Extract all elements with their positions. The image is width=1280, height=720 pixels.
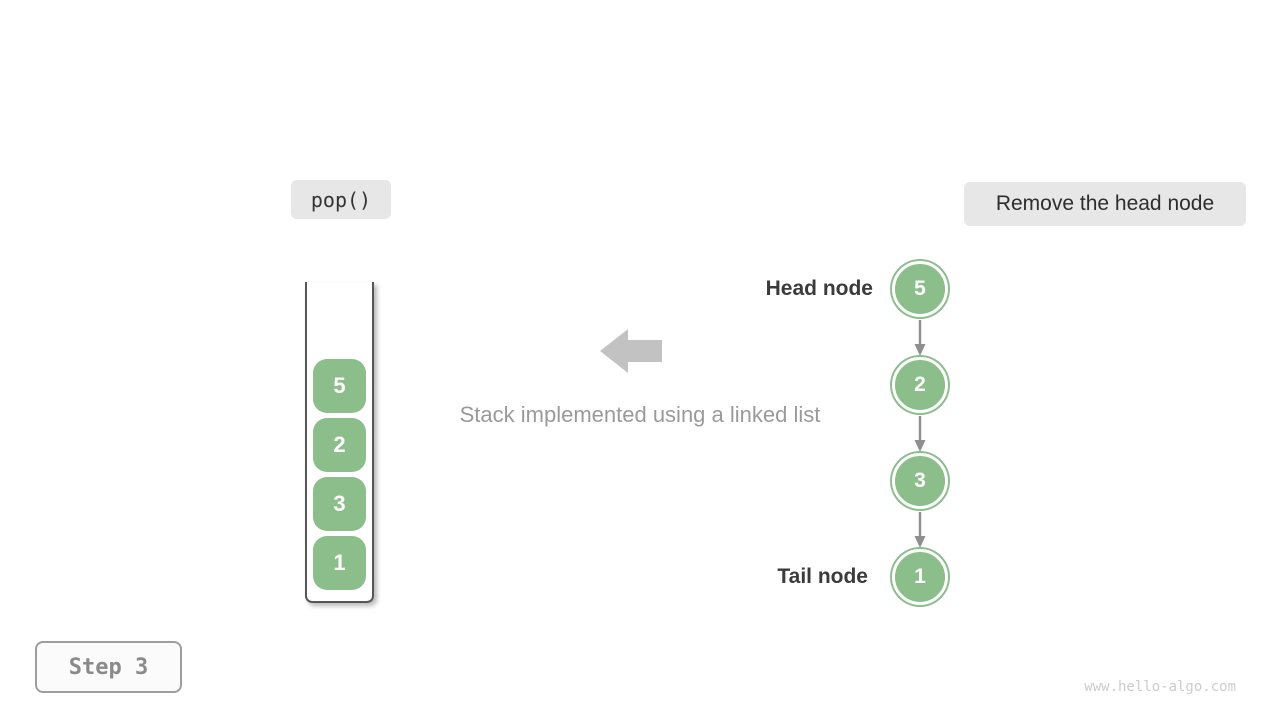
down-arrow-icon: [914, 320, 926, 356]
stack-item: 3: [313, 477, 366, 531]
operation-label: pop(): [310, 187, 372, 212]
down-arrow-icon: [914, 512, 926, 548]
head-node-label: Head node: [765, 277, 873, 300]
stack-item: 2: [313, 418, 366, 472]
linked-list-node: 5: [892, 261, 948, 317]
linked-list-node: 2: [892, 357, 948, 413]
down-arrow-icon: [914, 416, 926, 452]
annotation-badge: Remove the head node: [964, 182, 1246, 226]
linked-list-node: 1: [892, 549, 948, 605]
stack-item: 1: [313, 536, 366, 590]
stack-item: 5: [313, 359, 366, 413]
tail-node-label: Tail node: [777, 565, 868, 588]
operation-badge: pop(): [291, 180, 391, 219]
caption-text: Stack implemented using a linked list: [459, 402, 821, 427]
left-arrow-icon: [600, 329, 662, 373]
step-badge: Step 3: [35, 641, 182, 693]
watermark-text: www.hello-algo.com: [1084, 679, 1236, 695]
stack-container: 5 2 3 1: [305, 282, 374, 603]
linked-list-node: 3: [892, 453, 948, 509]
annotation-label: Remove the head node: [995, 192, 1215, 215]
step-label: Step 3: [68, 654, 149, 680]
